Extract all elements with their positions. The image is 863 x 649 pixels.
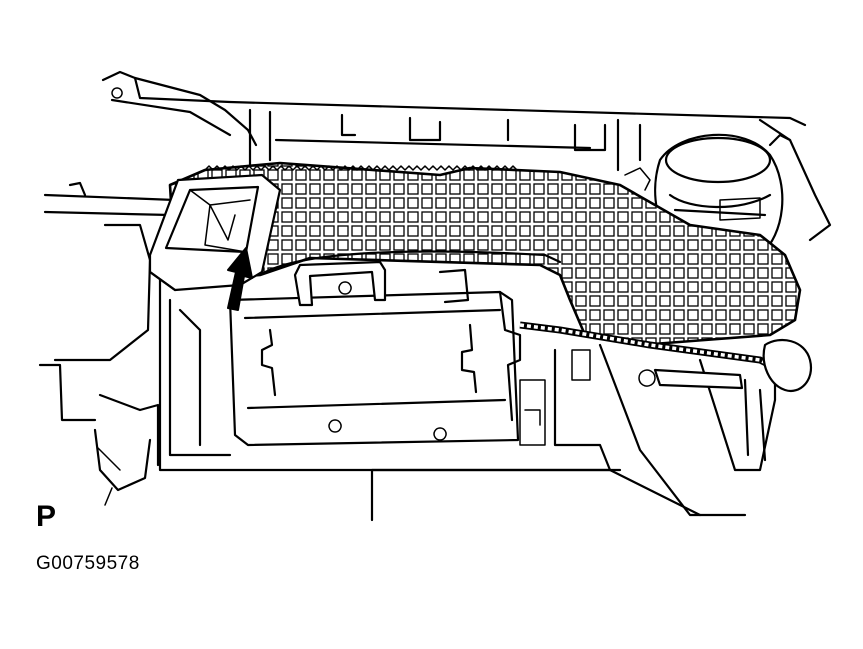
figure-code-label: G00759578 — [36, 553, 140, 574]
airbag-module — [228, 260, 522, 447]
panel-frame — [38, 70, 832, 522]
wire-harness — [519, 321, 813, 393]
view-letter-label: P — [36, 500, 57, 533]
removal-direction-arrow-icon — [227, 247, 253, 311]
air-duct — [148, 161, 802, 347]
